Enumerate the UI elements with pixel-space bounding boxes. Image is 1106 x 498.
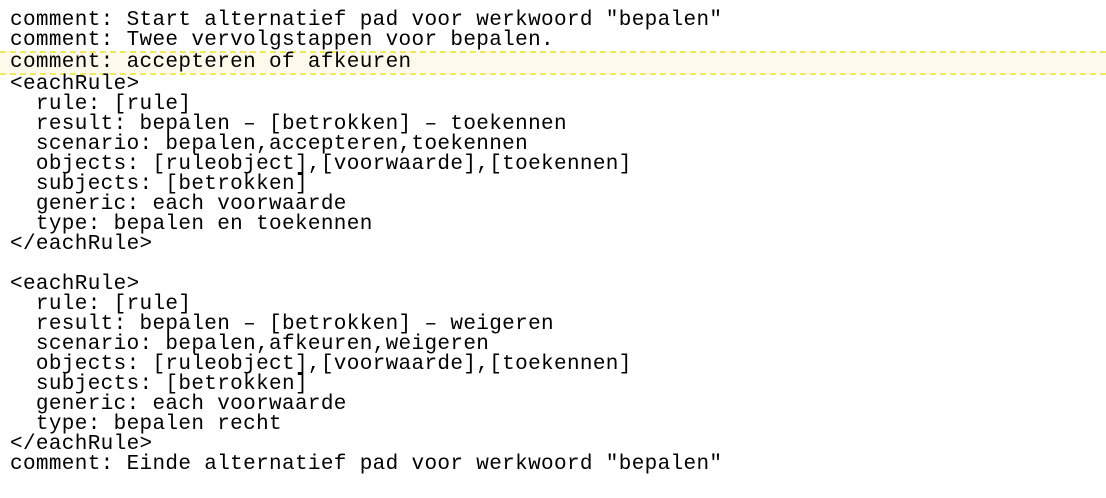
text-line: type: bepalen recht [10,413,282,436]
text-line: <eachRule> [10,273,140,296]
text-line: subjects: [betrokken] [10,373,308,396]
text-line: result: bepalen – [betrokken] – toekenne… [10,113,567,136]
text-line: </eachRule> [10,433,153,456]
text-line: result: bepalen – [betrokken] – weigeren [10,313,554,336]
text-line: </eachRule> [10,233,153,256]
text-line: <eachRule> [10,73,140,96]
text-line: rule: [rule] [10,93,192,116]
text-line: comment: Einde alternatief pad voor werk… [10,453,723,476]
text-line: generic: each voorwaarde [10,393,347,416]
text-line: scenario: bepalen,accepteren,toekennen [10,133,529,156]
text-line: subjects: [betrokken] [10,173,308,196]
text-line: comment: Twee vervolgstappen voor bepale… [10,29,554,52]
highlighted-text-line: comment: accepteren of afkeuren [0,51,1106,75]
text-line: comment: Start alternatief pad voor werk… [10,9,723,32]
text-line: rule: [rule] [10,293,192,316]
text-line: objects: [ruleobject],[voorwaarde],[toek… [10,353,632,376]
text-line: objects: [ruleobject],[voorwaarde],[toek… [10,153,632,176]
text-line: generic: each voorwaarde [10,193,347,216]
text-line [0,255,1106,275]
text-line: type: bepalen en toekennen [10,213,373,236]
text-line: scenario: bepalen,afkeuren,weigeren [10,333,490,356]
